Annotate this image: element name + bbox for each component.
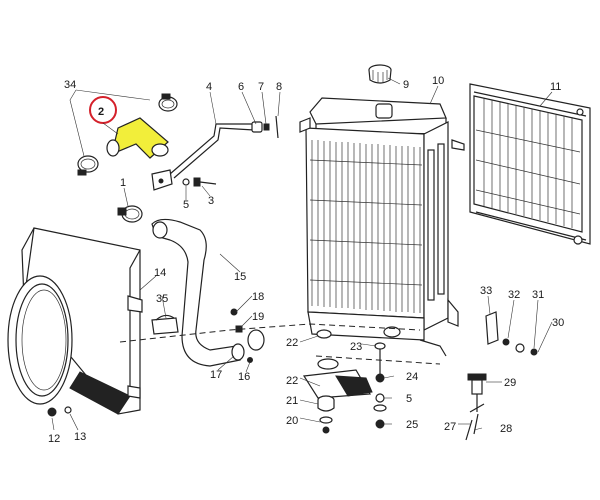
label-part-17: 17: [210, 369, 222, 381]
fan-shroud: [7, 227, 143, 415]
radiator-mount-right: [373, 342, 387, 429]
label-part-11: 11: [550, 81, 561, 93]
alignment-dashed-line-lower: [315, 355, 441, 365]
label-part-19: 19: [252, 311, 264, 323]
small-bolts-left: [230, 308, 265, 363]
leader-lines: [51, 77, 553, 431]
label-part-22-upper: 22: [286, 337, 298, 349]
label-part-22-lower: 22: [286, 375, 298, 387]
radiator-assembly: [299, 97, 465, 341]
label-part-24: 24: [406, 371, 418, 383]
radiator-mount-left: [302, 329, 373, 434]
label-part-6: 6: [238, 81, 244, 93]
label-part-30: 30: [552, 317, 564, 329]
bypass-pipe: [151, 115, 279, 191]
label-part-25: 25: [406, 419, 418, 431]
label-part-29: 29: [504, 377, 516, 389]
label-part-15: 15: [234, 271, 246, 283]
label-part-8: 8: [276, 81, 282, 93]
label-part-28: 28: [500, 423, 512, 435]
label-part-14: 14: [154, 267, 166, 279]
label-part-7: 7: [258, 81, 264, 93]
drain-cock: [465, 373, 487, 441]
label-part-5-lower: 5: [406, 393, 412, 405]
label-part-35: 35: [156, 293, 168, 305]
label-part-31: 31: [532, 289, 544, 301]
label-part-4: 4: [206, 81, 212, 93]
label-part-5-upper: 5: [183, 199, 189, 211]
shroud-bolts: [47, 406, 72, 417]
hose-clamps: [77, 93, 178, 176]
shroud-clip: [151, 314, 179, 335]
radiator-shutter-screen: [469, 83, 591, 245]
label-part-27: 27: [444, 421, 456, 433]
label-part-1: 1: [120, 177, 126, 189]
radiator-cap: [368, 64, 392, 84]
radiator-fins: [309, 140, 423, 313]
label-part-18: 18: [252, 291, 264, 303]
label-part-9: 9: [403, 79, 409, 91]
label-part-2: 2: [98, 106, 104, 118]
label-part-3: 3: [208, 195, 214, 207]
label-part-12: 12: [48, 433, 60, 445]
upper-radiator-hose-highlighted: [89, 96, 169, 159]
drain-bracket: [419, 311, 538, 357]
label-part-10: 10: [432, 75, 444, 87]
part-number-labels: 2 34 4 6 7 8 9 10 11 1 5 3 14 15 35 18 1…: [48, 75, 564, 445]
label-part-32: 32: [508, 289, 520, 301]
alignment-dashed-line: [119, 323, 421, 343]
label-part-21: 21: [286, 395, 298, 407]
label-part-20: 20: [286, 415, 298, 427]
hose-clamp-upper-left: [117, 205, 143, 223]
label-part-16: 16: [238, 371, 250, 383]
bolt-and-washer: [182, 177, 217, 187]
label-part-33: 33: [480, 285, 492, 297]
label-part-13: 13: [74, 431, 86, 443]
label-part-23: 23: [350, 341, 362, 353]
lower-radiator-hose: [151, 218, 245, 367]
label-part-34: 34: [64, 79, 76, 91]
